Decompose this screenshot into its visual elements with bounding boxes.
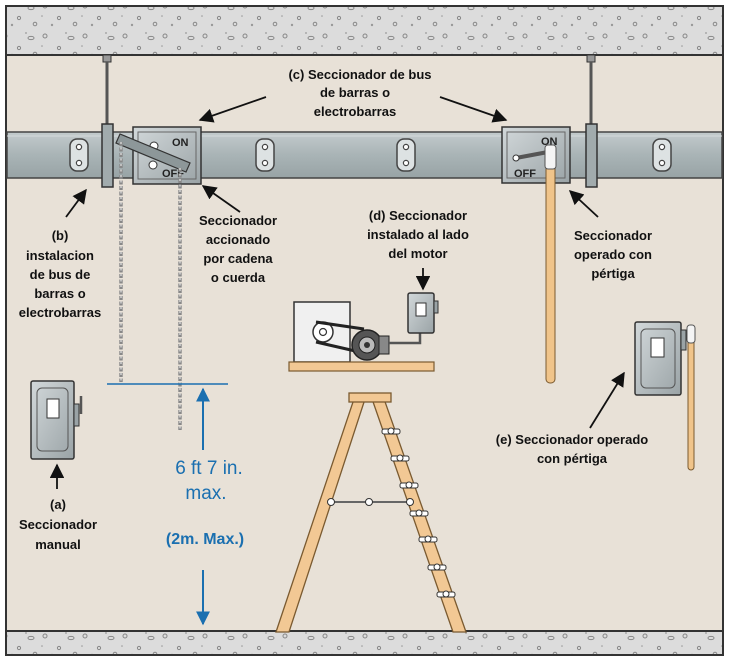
operating-pole-wall	[686, 324, 696, 471]
height-dimension: 6 ft 7 in. max. (2m. Max.)	[107, 383, 244, 626]
svg-text:con pértiga: con pértiga	[537, 451, 608, 466]
pole-operated-bus-switch: ON OFF	[501, 126, 571, 184]
svg-text:(d) Seccionador: (d) Seccionador	[369, 208, 467, 223]
svg-text:de bus de: de bus de	[30, 267, 91, 282]
svg-text:pértiga: pértiga	[591, 266, 635, 281]
svg-text:(e) Seccionador operado: (e) Seccionador operado	[496, 432, 648, 447]
svg-text:operado con: operado con	[574, 247, 652, 262]
hanger-rod-left	[102, 54, 112, 126]
wall-switch-pole-operated	[634, 321, 687, 396]
busbar	[6, 123, 723, 188]
hanger-rod-right	[586, 54, 596, 126]
dimension-max: max.	[185, 483, 226, 504]
svg-text:manual: manual	[35, 537, 81, 552]
dimension-metric: (2m. Max.)	[166, 531, 244, 548]
motor-switch	[407, 292, 439, 334]
ladder	[275, 392, 467, 633]
label-c: (c) Seccionador de bus de barras o elect…	[288, 67, 431, 119]
svg-text:Seccionador: Seccionador	[19, 517, 97, 532]
label-e: (e) Seccionador operado con pértiga	[496, 432, 648, 466]
label-chain-switch: Seccionador accionado por cadena o cuerd…	[199, 213, 277, 285]
manual-switch	[30, 380, 83, 460]
dimension-imperial: 6 ft 7 in.	[175, 458, 243, 479]
switch-on-label: ON	[172, 137, 189, 149]
label-pole-switch: Seccionador operado con pértiga	[574, 228, 652, 281]
label-d: (d) Seccionador instalado al lado del mo…	[367, 208, 469, 261]
label-b: (b) instalacion de bus de barras o elect…	[19, 228, 101, 320]
motor-assembly	[288, 301, 435, 372]
svg-text:barras o: barras o	[34, 286, 85, 301]
ceiling	[7, 7, 722, 55]
label-a: (a) Seccionador manual	[19, 497, 97, 552]
svg-text:por cadena: por cadena	[203, 251, 273, 266]
bus-switch-off-label: OFF	[514, 168, 536, 180]
svg-text:Seccionador: Seccionador	[199, 213, 277, 228]
leader-arrows	[49, 96, 625, 489]
operating-pole-bus	[544, 144, 557, 384]
svg-text:del motor: del motor	[388, 246, 447, 261]
svg-text:(c) Seccionador de bus: (c) Seccionador de bus	[288, 67, 431, 82]
svg-text:electrobarras: electrobarras	[19, 305, 101, 320]
floor	[7, 631, 722, 654]
svg-text:o cuerda: o cuerda	[211, 270, 266, 285]
svg-text:(a): (a)	[50, 497, 66, 512]
svg-text:(b): (b)	[52, 228, 69, 243]
svg-text:accionado: accionado	[206, 232, 270, 247]
svg-text:Seccionador: Seccionador	[574, 228, 652, 243]
svg-text:electrobarras: electrobarras	[314, 104, 396, 119]
svg-text:de barras o: de barras o	[320, 85, 390, 100]
svg-text:instalado al lado: instalado al lado	[367, 227, 469, 242]
svg-text:instalacion: instalacion	[26, 248, 94, 263]
